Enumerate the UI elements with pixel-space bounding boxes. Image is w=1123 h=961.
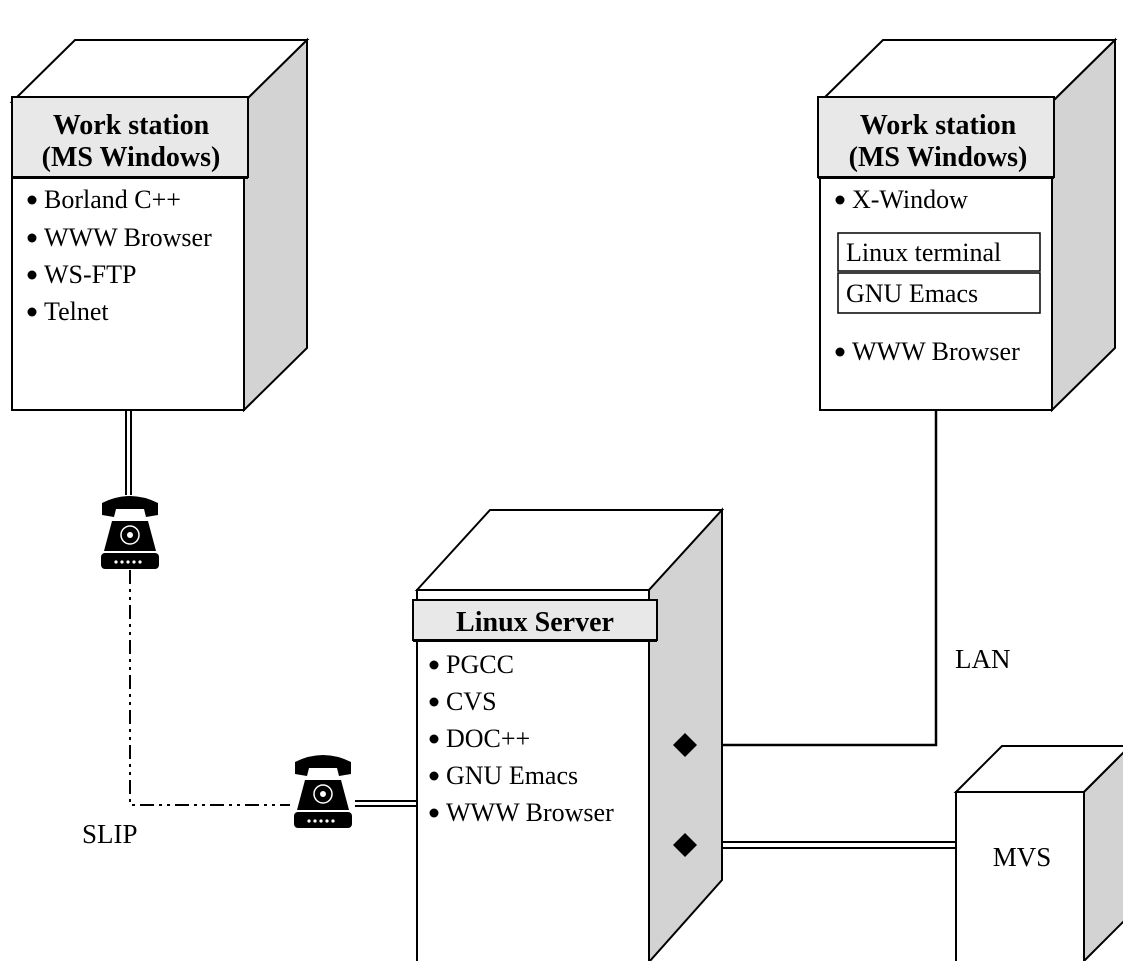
list-item: Borland C++ xyxy=(44,185,181,214)
bullet-icon xyxy=(429,808,439,818)
list-item: CVS xyxy=(446,687,497,716)
linux-server xyxy=(414,507,725,961)
list-item: DOC++ xyxy=(446,724,530,753)
workstation-left-title-1: Work station xyxy=(53,110,210,141)
workstation-right-title-1: Work station xyxy=(860,110,1017,141)
linux-server-header xyxy=(412,599,658,641)
linux-server-title: Linux Server xyxy=(456,607,614,638)
bullet-icon xyxy=(429,734,439,744)
list-item-browser: WWW Browser xyxy=(852,337,1020,366)
list-item: WS-FTP xyxy=(44,260,136,289)
lan-label: LAN xyxy=(955,644,1011,674)
connection-lines xyxy=(125,410,956,849)
bullet-icon xyxy=(835,195,845,205)
sub-box-label: Linux terminal xyxy=(846,238,1001,267)
list-item: WWW Browser xyxy=(44,223,212,252)
list-item: Telnet xyxy=(44,297,109,326)
telephone-modem-icon xyxy=(293,754,353,829)
telephone-modem-icon xyxy=(100,495,160,570)
bullet-icon xyxy=(27,307,37,317)
workstation-left-header xyxy=(11,96,249,178)
mvs-host xyxy=(953,745,1123,961)
slip-label: SLIP xyxy=(82,819,138,849)
workstation-right-title-2: (MS Windows) xyxy=(849,142,1028,173)
list-item: PGCC xyxy=(446,650,514,679)
bullet-icon xyxy=(27,195,37,205)
bullet-icon xyxy=(429,697,439,707)
sub-box-linux-terminal xyxy=(837,232,1041,272)
bullet-icon xyxy=(835,347,845,357)
mvs-label: MVS xyxy=(993,842,1052,872)
workstation-left-list: Borland C++ WWW Browser WS-FTP Telnet xyxy=(27,185,212,326)
workstation-left-title-2: (MS Windows) xyxy=(42,142,221,173)
workstation-right-header xyxy=(817,96,1055,178)
list-item-xwindow: X-Window xyxy=(852,185,968,214)
list-item: GNU Emacs xyxy=(446,761,578,790)
bullet-icon xyxy=(27,270,37,280)
bullet-icon xyxy=(27,233,37,243)
mvs-connector-diamond xyxy=(673,833,697,857)
bullet-icon xyxy=(429,771,439,781)
list-item: WWW Browser xyxy=(446,798,614,827)
sub-box-gnu-emacs xyxy=(837,272,1041,314)
lan-connector-diamond xyxy=(673,733,697,757)
linux-server-list: PGCC CVS DOC++ GNU Emacs WWW Browser xyxy=(429,650,614,827)
bullet-icon xyxy=(429,660,439,670)
sub-box-label: GNU Emacs xyxy=(846,279,978,308)
